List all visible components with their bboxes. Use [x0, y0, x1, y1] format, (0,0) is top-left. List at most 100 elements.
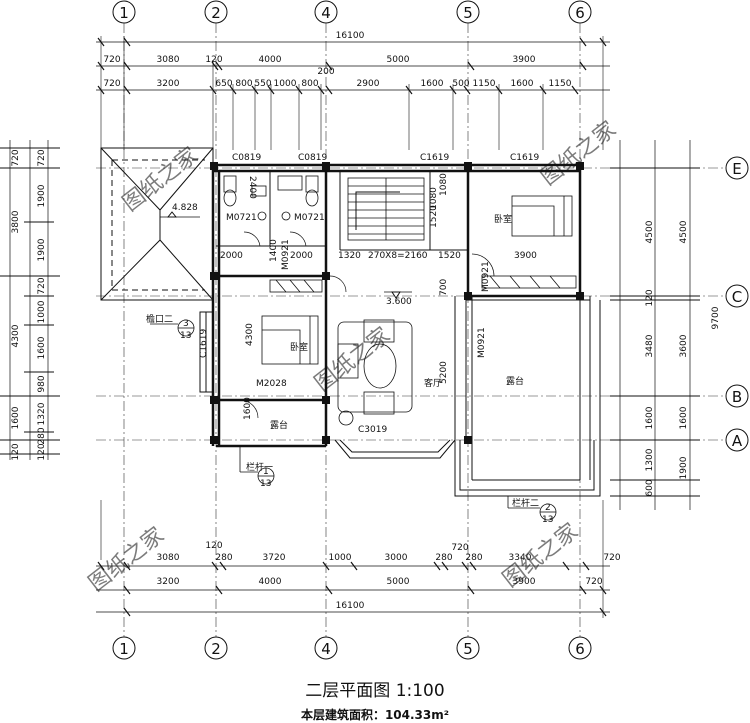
dim-right-o2: 9700	[711, 306, 721, 329]
dimension-texts-right: 4500 4500 120 3480 3600 9700 1600 1600 1…	[645, 220, 721, 496]
dim-top2-2: 3200	[157, 79, 180, 89]
dim-bot2-4: 3900	[513, 577, 536, 587]
dim-bot-1: 3080	[157, 553, 180, 563]
dimension-texts-bottom: 3080 120 280 3720 1000 3000 280 720 280 …	[157, 541, 621, 611]
dim-top2-9: 2900	[357, 79, 380, 89]
floor-area-note: 本层建筑面积：104.33m²	[300, 708, 450, 722]
section-railing1-den: 13	[260, 479, 271, 489]
dim-top2-1: 720	[103, 79, 120, 89]
watermark-3: 图纸之家	[310, 323, 395, 397]
dim-int-4300: 4300	[245, 323, 255, 346]
room-labels: 卧室 卧室 客厅 露台 露台	[270, 213, 524, 431]
dim-bot2-2: 4000	[259, 577, 282, 587]
dim-int-1080a: 1080	[439, 173, 449, 196]
room-living: 客厅	[424, 377, 442, 389]
dim-bot2-3: 5000	[387, 577, 410, 587]
dim-top2-6: 1000	[274, 79, 297, 89]
extension-lines	[100, 36, 604, 618]
dim-left-i7: 980	[37, 375, 47, 392]
axis-label-B: B	[732, 388, 742, 406]
room-terrace: 露台	[506, 375, 524, 387]
dim-left-i8: 1320	[37, 402, 47, 425]
dim-int-3900: 3900	[514, 251, 537, 261]
section-railing2-text: 栏杆二	[512, 497, 539, 509]
dim-right-o1: 4500	[679, 220, 689, 243]
dim-left-o3: 4300	[11, 324, 21, 347]
window-c1619-1: C1619	[420, 153, 449, 163]
walls	[211, 163, 582, 448]
axis-label-A: A	[732, 432, 743, 450]
axis-label-C: C	[732, 288, 742, 306]
wardrobes	[269, 275, 577, 293]
section-eave-num: 3	[183, 319, 189, 329]
dim-bot-9: 280	[465, 553, 482, 563]
dim-bot-10: 3340	[509, 553, 532, 563]
window-c0819-2: C0819	[298, 153, 327, 163]
elevation-living-text: 3.600	[386, 297, 412, 307]
dim-top2-8: 200	[317, 67, 334, 77]
axis-label-2: 2	[211, 4, 221, 22]
dim-int-1520b: 1520	[438, 251, 461, 261]
room-balcony: 露台	[270, 419, 288, 431]
section-marker-texts: 檐口二 3 13 栏杆一 1 13 栏杆二 2 13	[146, 313, 553, 525]
axis-label-1-bottom: 1	[119, 640, 129, 658]
dim-top2-5: 550	[254, 79, 271, 89]
dim-left-i10: 120	[37, 443, 47, 460]
dim-int-2000a: 2000	[220, 251, 243, 261]
dim-right-a2: 120	[645, 289, 655, 306]
roof-left	[100, 147, 214, 393]
dim-int-1520: 1520	[429, 205, 439, 228]
dim-int-1320: 1320	[338, 251, 361, 261]
dim-left-i9: 280	[37, 427, 47, 444]
thin-walls	[216, 171, 601, 497]
dim-bot-4: 3720	[263, 553, 286, 563]
roof-elev-marker: 4.828	[160, 203, 200, 218]
door-m2028: M2028	[256, 379, 287, 389]
axis-label-6-bottom: 6	[575, 640, 585, 658]
dim-left-o5: 120	[11, 443, 21, 460]
bed-right	[511, 195, 573, 237]
room-bedroom-right: 卧室	[494, 213, 512, 225]
elevation-living: 3.600	[384, 291, 412, 307]
axis-label-4-bottom: 4	[321, 640, 331, 658]
dim-left-i3: 1900	[37, 238, 47, 261]
dim-top-3: 120	[205, 55, 222, 65]
dim-right-a5: 1600	[645, 406, 655, 429]
dim-left-i6: 1600	[37, 336, 47, 359]
axis-label-5: 5	[463, 4, 473, 22]
door-m0721-1: M0721	[226, 213, 257, 223]
dim-bot2-5: 720	[585, 577, 602, 587]
columns	[210, 162, 584, 444]
staircase	[347, 177, 425, 241]
window-c1619-2: C1619	[510, 153, 539, 163]
dim-int-700: 700	[439, 279, 449, 296]
section-railing1-text: 栏杆一	[246, 461, 273, 473]
dim-bot-7: 280	[435, 553, 452, 563]
dim-top2-12: 1150	[473, 79, 496, 89]
dim-left-i1: 720	[37, 149, 47, 166]
dim-int-1600: 1600	[243, 397, 253, 420]
dim-top2-13: 1600	[511, 79, 534, 89]
dim-bot-total: 16100	[336, 601, 365, 611]
dim-left-o4: 1600	[11, 406, 21, 429]
axis-label-5-bottom: 5	[463, 640, 473, 658]
dim-left-o1: 720	[11, 149, 21, 166]
dim-left-o2: 3800	[11, 210, 21, 233]
door-m0921-3: M0921	[477, 327, 487, 358]
window-c0819-1: C0819	[232, 153, 261, 163]
dim-right-a1: 4500	[645, 220, 655, 243]
dim-right-a8: 600	[645, 479, 655, 496]
dim-top-total: 16100	[336, 31, 365, 41]
section-eave-den: 13	[180, 331, 191, 341]
bathroom-fixtures	[223, 175, 319, 221]
dim-top2-10: 1600	[421, 79, 444, 89]
dim-bot-3: 280	[215, 553, 232, 563]
room-bedroom-left: 卧室	[290, 341, 308, 353]
watermark-2: 图纸之家	[536, 117, 621, 191]
dim-left-i5: 1000	[37, 300, 47, 323]
dim-right-a4: 3600	[679, 334, 689, 357]
bed-left	[261, 315, 319, 365]
dim-bot-11: 720	[603, 553, 620, 563]
window-labels: C0819 C0819 C1619 C1619 C1619 C3019	[199, 153, 539, 435]
